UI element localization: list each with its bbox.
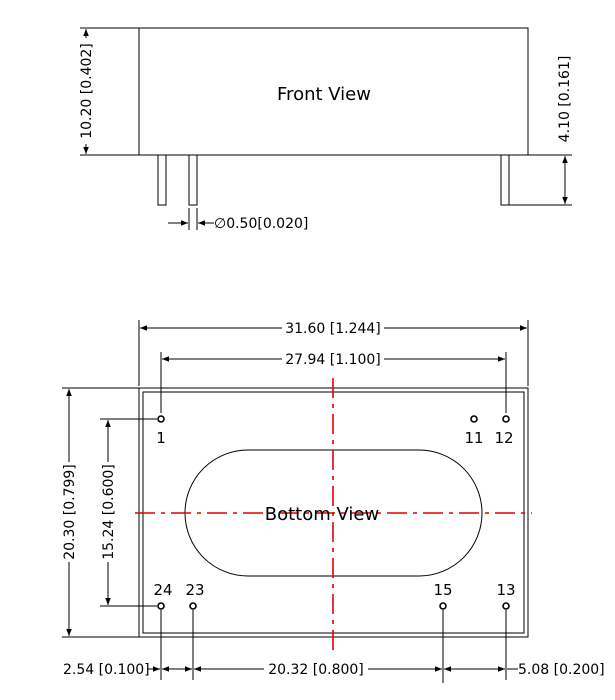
front-pin	[157, 154, 167, 206]
pin-1	[157, 415, 165, 423]
front-pin-length-dim-label: 4.10 [0.161]	[557, 56, 573, 143]
pin-24	[157, 602, 165, 610]
pin-label-13: 13	[496, 581, 515, 599]
front-view-body	[138, 27, 529, 156]
pin-11	[470, 415, 478, 423]
bottom-pitch-right-dim-label: 5.08 [0.200]	[518, 662, 605, 678]
pin-15	[439, 602, 447, 610]
bottom-view: Bottom View 1 11 12 24 23 15 13 31.60 [1…	[60, 319, 605, 683]
front-pin	[500, 154, 510, 206]
bottom-width-dim-label: 31.60 [1.244]	[285, 321, 381, 337]
front-pin-diameter-dim-label: ∅0.50[0.020]	[214, 216, 308, 232]
pin-label-24: 24	[153, 581, 172, 599]
front-view: Front View 10.20 [0.402] 4.10 [0.161] ∅0…	[76, 27, 574, 232]
bottom-center-span-dim-label: 20.32 [0.800]	[268, 662, 364, 678]
pin-13	[502, 602, 510, 610]
pin-label-15: 15	[433, 581, 452, 599]
bottom-pin-row-dim-label: 15.24 [0.600]	[101, 464, 117, 560]
front-pin	[188, 154, 198, 206]
pin-23	[189, 602, 197, 610]
pin-label-1: 1	[156, 429, 166, 447]
bottom-pitch-left-dim-label: 2.54 [0.100]	[63, 662, 150, 678]
bottom-view-title: Bottom View	[265, 504, 379, 525]
pin-label-11: 11	[464, 429, 483, 447]
bottom-height-dim-label: 20.30 [0.799]	[62, 464, 78, 560]
bottom-pin-span-dim-label: 27.94 [1.100]	[285, 352, 381, 368]
front-view-title: Front View	[277, 84, 371, 105]
pin-12	[502, 415, 510, 423]
pin-label-23: 23	[185, 581, 204, 599]
pin-label-12: 12	[494, 429, 513, 447]
front-height-dim-label: 10.20 [0.402]	[79, 43, 95, 139]
